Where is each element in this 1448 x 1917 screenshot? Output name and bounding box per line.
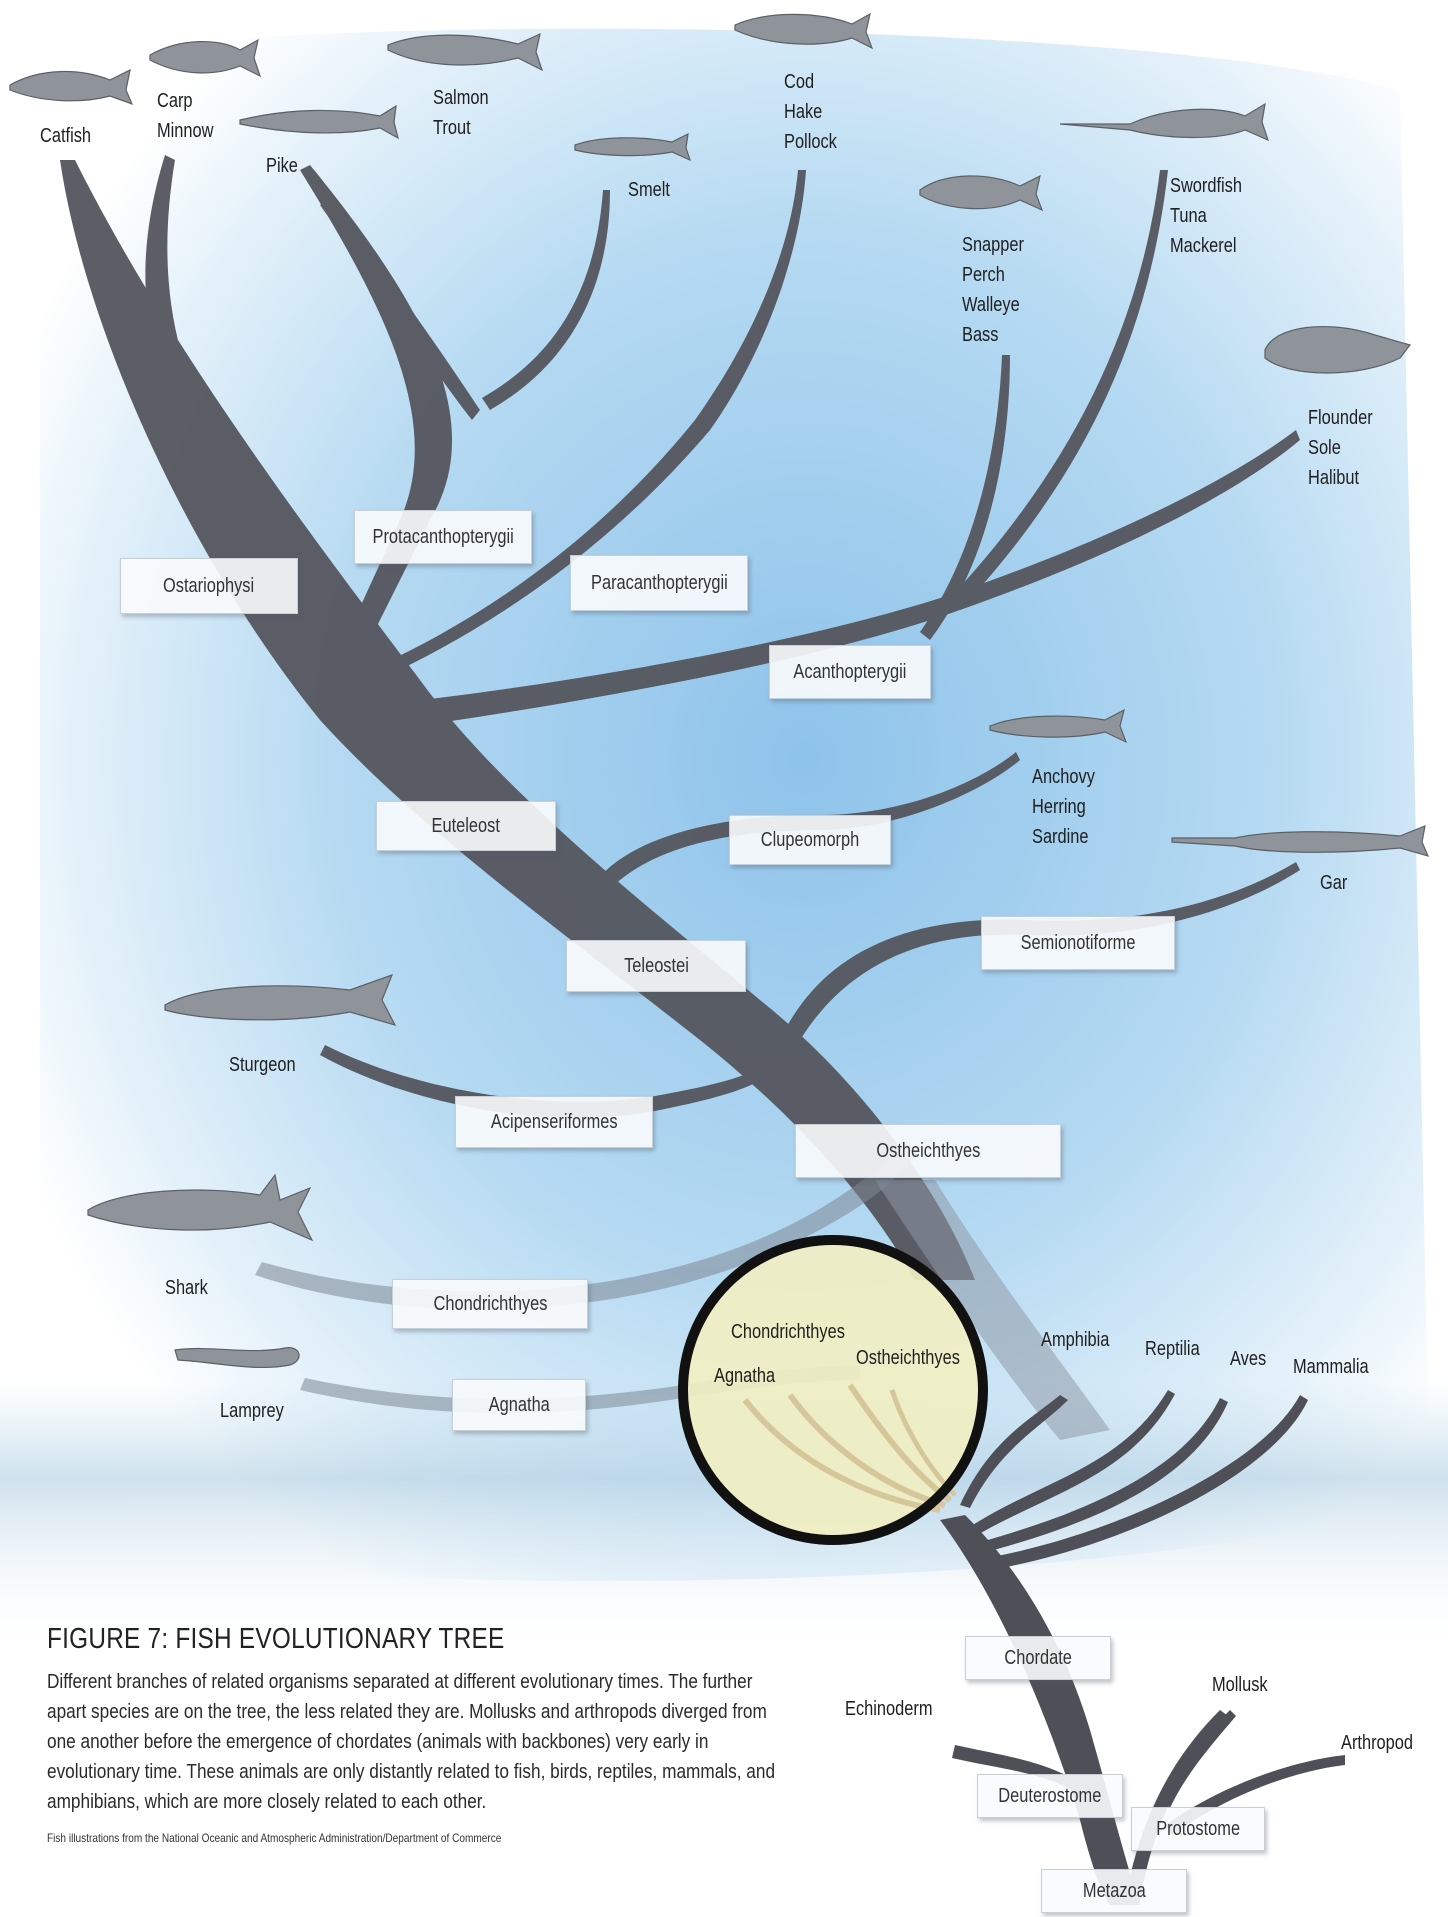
taxon-teleostei: Teleostei [566,940,746,992]
label-herring: Herring [1032,792,1095,822]
label-echinoderm: Echinoderm [845,1694,933,1724]
label-trout: Trout [433,113,489,143]
taxon-deuterostome: Deuterostome [977,1774,1123,1818]
label-gar: Gar [1320,868,1347,898]
label-carp: Carp [157,86,214,116]
inset-label-ostheichthyes: Ostheichthyes [856,1343,960,1373]
inset-label-agnatha: Agnatha [714,1361,775,1391]
taxon-paracanthopterygii: Paracanthopterygii [570,555,748,611]
taxon-euteleost: Euteleost [376,801,556,851]
taxon-chondrichthyes: Chondrichthyes [392,1279,588,1329]
label-swordfish-group: Swordfish Tuna Mackerel [1170,171,1242,261]
taxon-clupeomorph: Clupeomorph [729,815,891,865]
label-flounder-group: Flounder Sole Halibut [1308,403,1373,493]
label-perch: Perch [962,260,1024,290]
label-anchovy: Anchovy [1032,762,1095,792]
label-salmon: Salmon [433,83,489,113]
label-snapper-group: Snapper Perch Walleye Bass [962,230,1024,350]
label-reptilia: Reptilia [1145,1334,1200,1364]
taxon-agnatha: Agnatha [452,1379,586,1431]
label-cod-hake-pollock: Cod Hake Pollock [784,67,837,157]
label-swordfish: Swordfish [1170,171,1242,201]
label-hake: Hake [784,97,837,127]
label-mollusk: Mollusk [1212,1670,1268,1700]
taxon-ostheichthyes: Ostheichthyes [795,1124,1061,1178]
taxon-metazoa: Metazoa [1041,1869,1187,1913]
taxon-chordate: Chordate [965,1636,1111,1680]
label-flounder: Flounder [1308,403,1373,433]
label-sole: Sole [1308,433,1373,463]
label-mammalia: Mammalia [1293,1352,1369,1382]
taxon-ostariophysi: Ostariophysi [120,558,298,614]
label-arthropod: Arthropod [1341,1728,1413,1758]
taxon-acanthopterygii: Acanthopterygii [769,645,931,699]
label-pike: Pike [266,151,298,181]
label-cod: Cod [784,67,837,97]
label-shark: Shark [165,1273,208,1303]
label-snapper: Snapper [962,230,1024,260]
label-sturgeon: Sturgeon [229,1050,296,1080]
figure-caption: Different branches of related organisms … [47,1667,776,1817]
label-lamprey: Lamprey [220,1396,284,1426]
taxon-semionotiforme: Semionotiforme [981,916,1175,970]
inset-label-chondrichthyes: Chondrichthyes [731,1317,845,1347]
label-bass: Bass [962,320,1024,350]
label-amphibia: Amphibia [1041,1325,1109,1355]
label-mackerel: Mackerel [1170,231,1242,261]
figure-credit: Fish illustrations from the National Oce… [47,1831,501,1845]
label-sardine: Sardine [1032,822,1095,852]
label-pollock: Pollock [784,127,837,157]
taxon-protacanthopterygii: Protacanthopterygii [354,510,532,564]
label-aves: Aves [1230,1344,1266,1374]
label-halibut: Halibut [1308,463,1373,493]
figure-title: FIGURE 7: FISH EVOLUTIONARY TREE [47,1623,504,1656]
label-carp-minnow: Carp Minnow [157,86,214,146]
label-salmon-trout: Salmon Trout [433,83,489,143]
label-catfish: Catfish [40,121,91,151]
taxon-protostome: Protostome [1131,1807,1265,1851]
label-anchovy-group: Anchovy Herring Sardine [1032,762,1095,852]
label-minnow: Minnow [157,116,214,146]
label-tuna: Tuna [1170,201,1242,231]
label-smelt: Smelt [628,175,670,205]
label-walleye: Walleye [962,290,1024,320]
taxon-acipenseriformes: Acipenseriformes [455,1096,653,1148]
